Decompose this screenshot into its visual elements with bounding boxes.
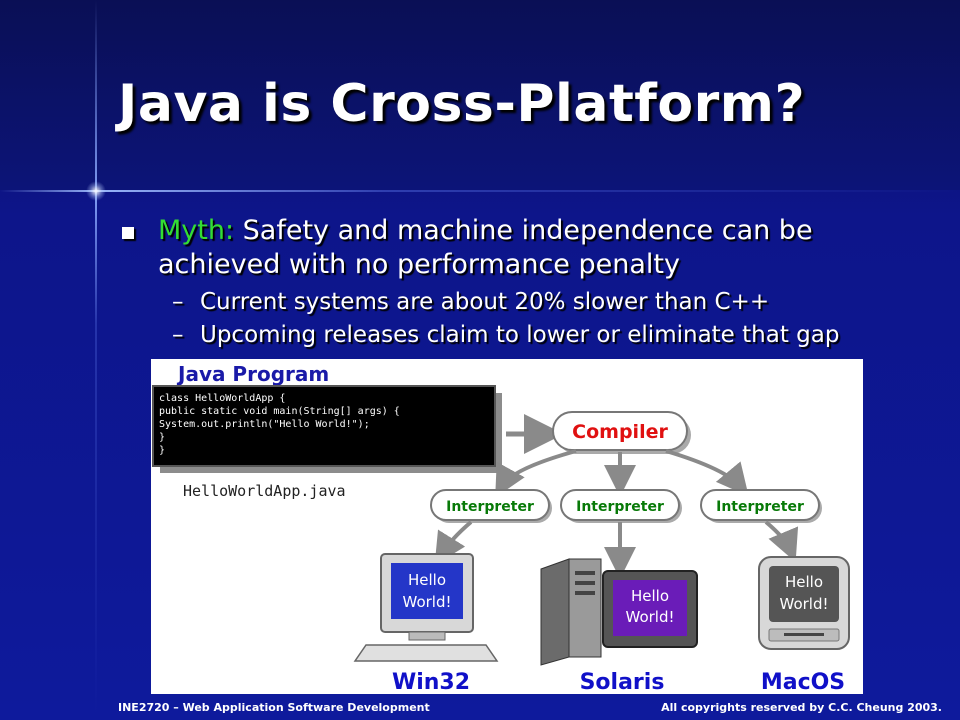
arrow-to-interpreter-3	[665, 449, 749, 497]
interpreter-label: Interpreter	[446, 499, 534, 515]
arrow-to-macos	[764, 520, 799, 563]
sub-bullet: –Upcoming releases claim to lower or eli…	[172, 322, 839, 348]
platform-label-solaris: Solaris	[580, 670, 665, 694]
title-band	[0, 0, 960, 190]
code-line: class HelloWorldApp {	[159, 393, 285, 404]
compiler-label: Compiler	[572, 421, 668, 443]
slide-title: Java is Cross-Platform?	[118, 74, 806, 134]
monitor-screen	[769, 566, 839, 622]
interpreter-label: Interpreter	[716, 499, 804, 515]
code-panel: class HelloWorldApp { public static void…	[152, 385, 502, 473]
code-line: }	[159, 432, 165, 443]
source-filename: HelloWorldApp.java	[183, 482, 346, 500]
monitor-stand	[408, 631, 446, 641]
square-bullet-icon	[122, 227, 134, 239]
interpreter-node-solaris: Interpreter	[560, 489, 682, 523]
sub-bullet: –Current systems are about 20% slower th…	[172, 289, 769, 315]
decorative-vertical-line	[95, 0, 97, 720]
sub-bullet-text: Current systems are about 20% slower tha…	[200, 289, 770, 315]
monitor-screen	[613, 580, 687, 636]
code-line: }	[159, 445, 165, 456]
interpreter-box	[430, 489, 550, 521]
dash-bullet: –	[172, 322, 184, 348]
code-line: System.out.println("Hello World!");	[159, 419, 370, 430]
interpreter-node-macos: Interpreter	[700, 489, 822, 523]
arrow-to-win32	[434, 520, 473, 566]
footer-copyright: All copyrights reserved by C.C. Cheung 2…	[661, 701, 942, 714]
main-bullet-text: Myth: Safety and machine independence ca…	[158, 214, 878, 282]
code-panel-box	[152, 385, 496, 467]
platform-label-win32: Win32	[392, 670, 470, 694]
arrow-to-interpreter-1	[495, 449, 577, 498]
java-platform-diagram: Java Program class HelloWorldApp { publi…	[151, 359, 863, 695]
sub-bullet-text: Upcoming releases claim to lower or elim…	[200, 322, 840, 348]
java-program-heading: Java Program	[176, 362, 329, 386]
platform-label-macos: MacOS	[761, 670, 845, 694]
interpreter-label: Interpreter	[576, 499, 664, 515]
interpreter-node-win32: Interpreter	[430, 489, 552, 523]
dash-bullet: –	[172, 289, 184, 315]
tower-side	[540, 558, 570, 666]
compiler-box	[552, 411, 688, 451]
compiler-node: Compiler	[552, 411, 691, 454]
myth-statement: Safety and machine independence can be a…	[158, 215, 813, 280]
diagram-svg: Java Program class HelloWorldApp { publi…	[152, 362, 850, 695]
monitor-screen	[391, 563, 463, 619]
myth-label: Myth:	[158, 215, 235, 246]
interpreter-box	[560, 489, 680, 521]
interpreter-box	[700, 489, 820, 521]
keyboard	[353, 644, 499, 662]
tower-front	[568, 558, 602, 658]
code-line: public static void main(String[] args) {	[159, 406, 400, 417]
decorative-horizontal-line	[0, 190, 960, 192]
code-text: class HelloWorldApp { public static void…	[159, 393, 406, 456]
footer-course: INE2720 – Web Application Software Devel…	[118, 701, 430, 714]
decorative-sparkle	[86, 181, 106, 201]
